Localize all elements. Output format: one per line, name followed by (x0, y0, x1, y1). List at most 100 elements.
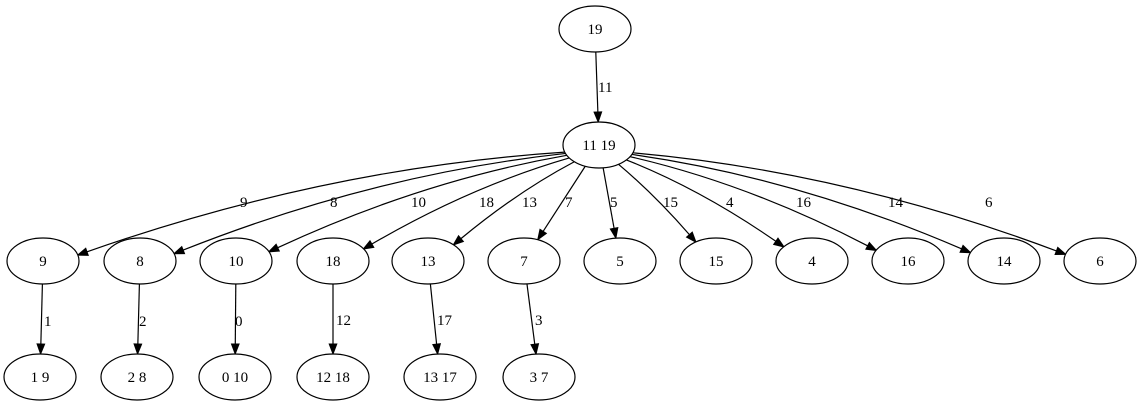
arrowhead (536, 228, 548, 241)
edge-line (137, 283, 141, 345)
node-label: 4 (808, 254, 816, 270)
node-ellipse (199, 237, 273, 285)
edge-label: 8 (330, 195, 338, 211)
edge: 1 (36, 283, 52, 356)
edge-label: 15 (663, 195, 678, 211)
node-ellipse (487, 237, 561, 285)
arrowhead (959, 244, 973, 254)
arrowhead (133, 343, 143, 356)
edge-line (618, 163, 690, 236)
node: 18 (296, 237, 370, 285)
edge-line (631, 153, 962, 250)
edge-line (86, 151, 565, 253)
arrowhead (1054, 246, 1068, 255)
node-ellipse (871, 237, 945, 285)
edge-label: 0 (235, 314, 243, 330)
node-label: 14 (997, 254, 1013, 270)
node: 13 (391, 237, 465, 285)
node-ellipse (967, 237, 1041, 285)
arrowhead (530, 343, 540, 356)
edge-label: 10 (411, 195, 426, 211)
edge-label: 11 (598, 80, 612, 96)
node-label: 9 (39, 254, 47, 270)
node-ellipse (6, 237, 80, 285)
edge-line (40, 283, 44, 345)
edge-label: 6 (985, 195, 993, 211)
node: 7 (487, 237, 561, 285)
node: 0 10 (198, 353, 272, 401)
edge: 5 (602, 167, 619, 240)
node-ellipse (583, 237, 657, 285)
node: 11 19 (562, 121, 636, 169)
arrowhead (36, 343, 46, 356)
arrowhead (865, 241, 878, 252)
edge: 7 (536, 165, 586, 241)
node: 16 (871, 237, 945, 285)
edge-label: 18 (479, 195, 494, 211)
edge: 9 (76, 151, 565, 256)
edge: 10 (267, 154, 567, 253)
arrowhead (452, 234, 465, 246)
edge-line (626, 159, 777, 242)
edge-line (429, 283, 438, 345)
node-ellipse (391, 237, 465, 285)
edge-line (526, 283, 536, 345)
edge-line (602, 167, 615, 229)
edge-label: 4 (726, 195, 734, 211)
node: 4 (775, 237, 849, 285)
node: 5 (583, 237, 657, 285)
node: 1 9 (3, 353, 77, 401)
node-label: 18 (326, 254, 341, 270)
edge-line (460, 161, 575, 240)
edge-line (182, 152, 566, 251)
edge-label: 7 (565, 195, 573, 211)
node: 13 17 (403, 353, 477, 401)
node-ellipse (502, 353, 576, 401)
node-label: 10 (229, 254, 244, 270)
edge-line (632, 152, 1057, 252)
edge-label: 17 (437, 313, 453, 329)
node: 6 (1063, 237, 1137, 285)
node-ellipse (562, 121, 636, 169)
edge: 8 (172, 152, 566, 255)
edge: 13 (452, 161, 575, 246)
edge: 17 (429, 283, 453, 356)
edge: 4 (626, 159, 786, 248)
node-label: 2 8 (128, 370, 147, 386)
edge-line (277, 154, 567, 249)
node-label: 12 18 (316, 370, 350, 386)
node-label: 13 17 (423, 370, 457, 386)
edge: 15 (618, 163, 697, 244)
node: 2 8 (100, 353, 174, 401)
edge: 18 (362, 157, 570, 250)
edge-label: 2 (139, 314, 147, 330)
edge: 12 (328, 283, 351, 356)
node-label: 13 (421, 254, 436, 270)
edge-line (595, 51, 599, 113)
node-ellipse (775, 237, 849, 285)
node: 15 (679, 237, 753, 285)
node-ellipse (3, 353, 77, 401)
edge: 11 (593, 51, 612, 124)
node-ellipse (198, 353, 272, 401)
node-label: 19 (588, 22, 603, 38)
arrowhead (230, 343, 240, 356)
node-label: 8 (136, 254, 144, 270)
edge-line (629, 156, 868, 247)
arrowhead (76, 247, 89, 256)
node-ellipse (558, 5, 632, 53)
node: 9 (6, 237, 80, 285)
node-ellipse (1063, 237, 1137, 285)
edge-label: 16 (796, 195, 812, 211)
arrowhead (609, 227, 619, 240)
node-label: 5 (616, 254, 624, 270)
node: 3 7 (502, 353, 576, 401)
node-label: 16 (901, 254, 917, 270)
node-ellipse (296, 353, 370, 401)
node: 12 18 (296, 353, 370, 401)
edge-label: 12 (336, 313, 351, 329)
arrowhead (685, 231, 697, 244)
edge-label: 5 (610, 195, 618, 211)
node-ellipse (100, 353, 174, 401)
edge-label: 3 (535, 313, 543, 329)
